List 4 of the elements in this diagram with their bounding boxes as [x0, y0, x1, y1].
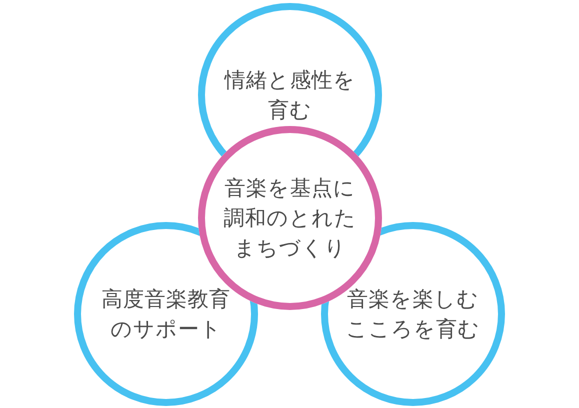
theme-label: 高度音楽教育のサポート: [100, 286, 232, 343]
theme-label: 音楽を基点に調和のとれたまちづくり: [222, 175, 358, 262]
theme-label: 音楽を楽しむこころを育む: [345, 286, 481, 343]
theme-label: 情緒と感性を育む: [223, 67, 356, 124]
